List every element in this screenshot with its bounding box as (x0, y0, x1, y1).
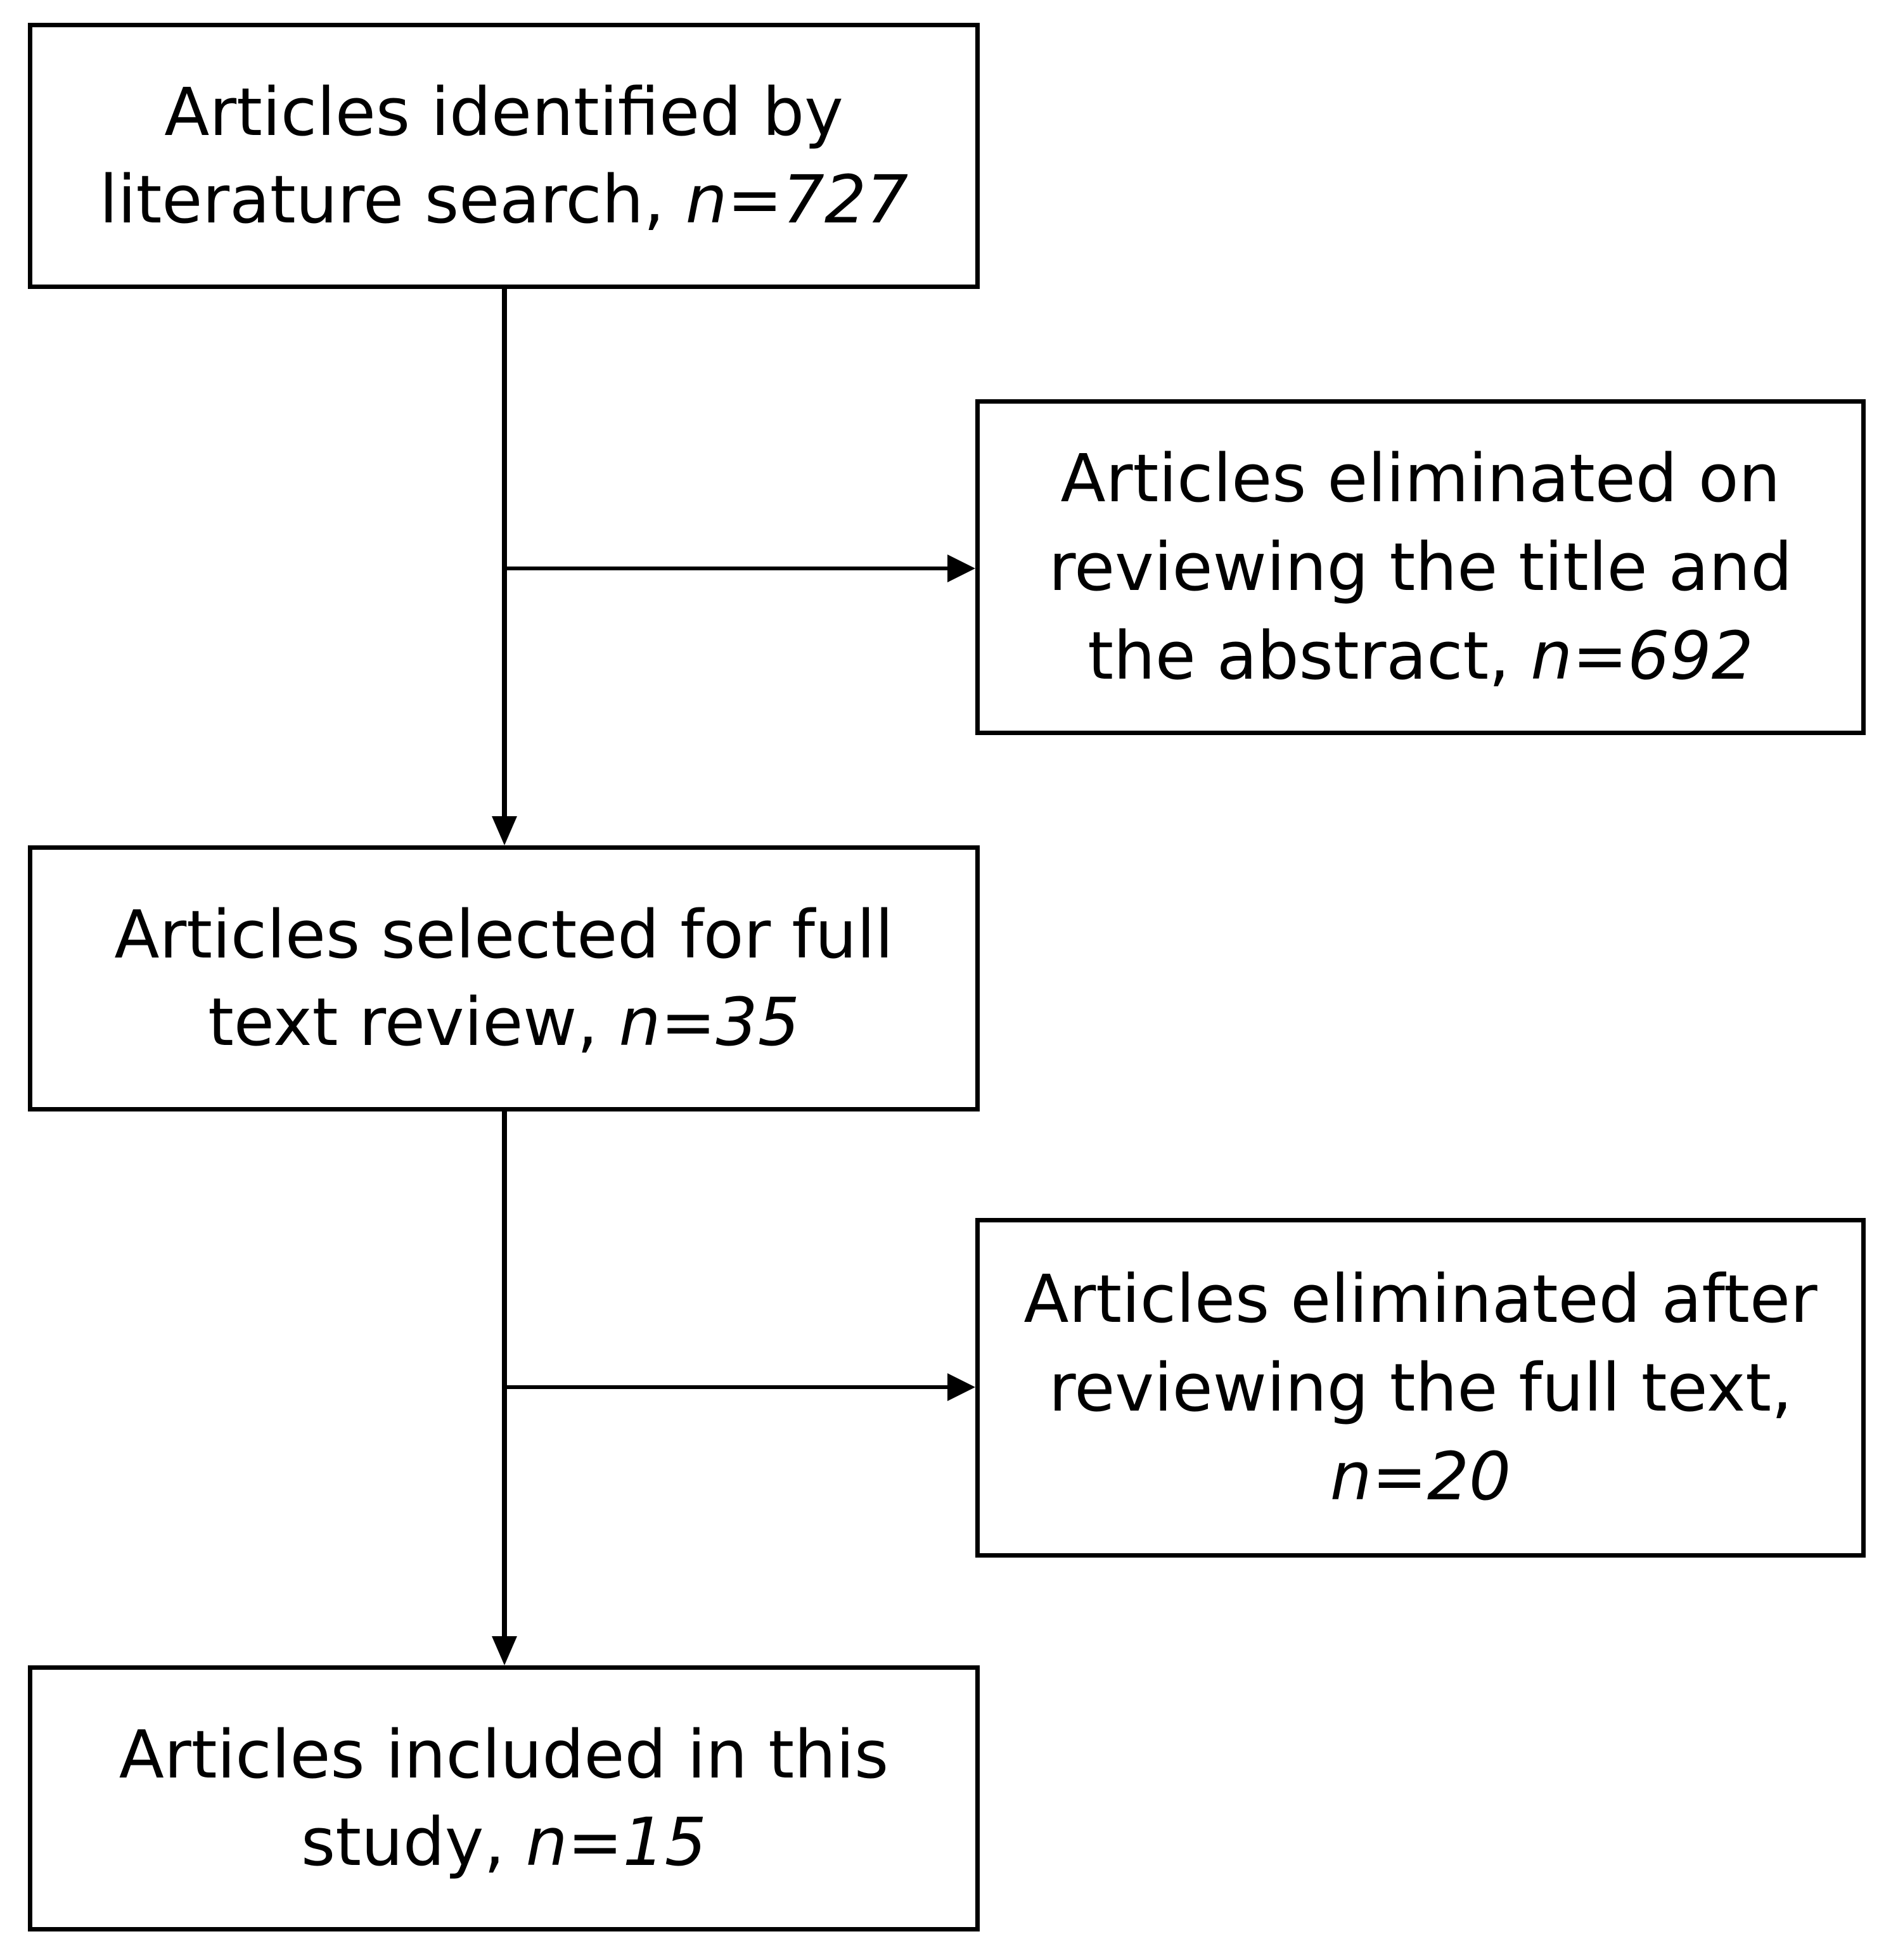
count-label: n=727 (685, 161, 909, 238)
arrowhead-to-eliminated-title (947, 554, 975, 582)
box-line: Articles eliminated after (1023, 1260, 1818, 1338)
box-articles-eliminated-title: Articles eliminated on reviewing the tit… (975, 399, 1866, 735)
box-line-text: study, (301, 1803, 505, 1881)
box-line: Articles selected for full (114, 896, 894, 973)
box-articles-eliminated-title-text: Articles eliminated on reviewing the tit… (1049, 434, 1793, 700)
box-articles-included: Articles included in this study, n=15 (28, 1665, 980, 1931)
box-articles-identified: Articles identified by literature search… (28, 23, 980, 289)
box-line: study, n=15 (119, 1798, 888, 1886)
box-articles-included-text: Articles included in this study, n=15 (119, 1711, 888, 1886)
box-line: Articles included in this (119, 1716, 889, 1793)
box-articles-selected: Articles selected for full text review, … (28, 845, 980, 1111)
box-line: n=20 (1023, 1432, 1817, 1521)
box-articles-identified-text: Articles identified by literature search… (99, 68, 908, 243)
box-line: Articles identified by (164, 74, 843, 151)
box-line-text: text review, (208, 983, 598, 1061)
box-line: Articles eliminated on (1060, 440, 1781, 517)
arrowhead-to-eliminated-fulltext (947, 1373, 975, 1401)
box-line: text review, n=35 (114, 978, 893, 1066)
count-label: n=20 (1330, 1438, 1511, 1515)
box-line: reviewing the full text, (1048, 1349, 1793, 1426)
count-label: n=692 (1530, 617, 1754, 695)
box-line-text: literature search, (99, 161, 665, 238)
box-line: reviewing the title and (1048, 528, 1793, 606)
arrowhead-to-included (492, 1636, 517, 1665)
count-label: n=15 (525, 1803, 707, 1881)
box-line-text: the abstract, (1087, 617, 1510, 695)
box-articles-eliminated-fulltext-text: Articles eliminated after reviewing the … (1023, 1255, 1817, 1521)
box-articles-eliminated-fulltext: Articles eliminated after reviewing the … (975, 1218, 1866, 1558)
count-label: n=35 (619, 983, 800, 1061)
box-line: the abstract, n=692 (1049, 612, 1793, 700)
box-articles-selected-text: Articles selected for full text review, … (114, 891, 893, 1066)
box-line: literature search, n=727 (99, 156, 908, 243)
arrowhead-to-selected (492, 816, 517, 845)
